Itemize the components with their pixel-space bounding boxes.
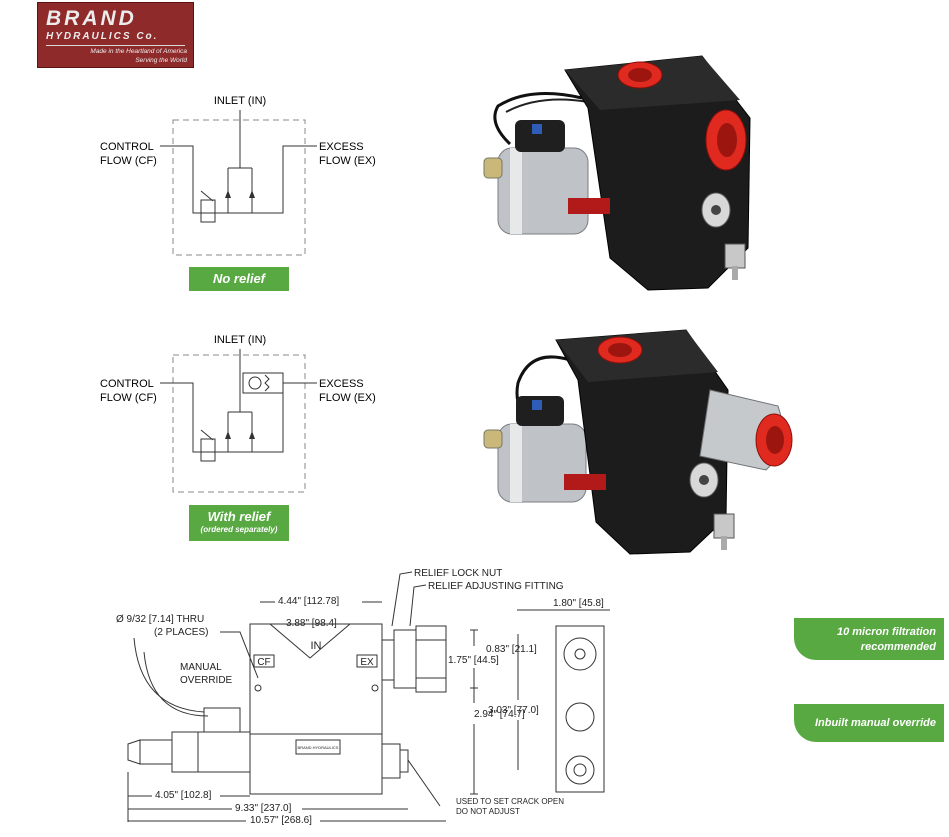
relief-lock-nut-label: RELIEF LOCK NUT	[414, 568, 502, 579]
excess-flow-label-2: FLOW (EX)	[319, 392, 376, 404]
manual-override-knob	[483, 429, 503, 449]
connector	[515, 120, 565, 152]
spring-icon	[264, 374, 270, 392]
dim-9-33: 9.33" [237.0]	[235, 803, 292, 814]
filtration-line-2: recommended	[860, 641, 936, 653]
width-dimension: 1.80" [45.8]	[553, 598, 604, 609]
flow-arrow-icon	[225, 190, 231, 198]
inlet-label: INLET (IN)	[214, 334, 266, 346]
dimension-drawing: RELIEF LOCK NUT RELIEF ADJUSTING FITTING…	[116, 568, 610, 826]
filtration-flag: 10 micron filtration recommended	[794, 618, 944, 660]
crack-note-2: DO NOT ADJUST	[456, 807, 520, 816]
manual-override-label-2: OVERRIDE	[180, 675, 233, 686]
hole-callout-2: (2 PLACES)	[154, 627, 208, 638]
with-relief-label: With relief	[207, 509, 271, 524]
override-knob-outline	[127, 739, 141, 765]
dim-2-94: 2.94" [74.7]	[474, 709, 525, 720]
manual-override-label: MANUAL	[180, 662, 222, 673]
crack-note: USED TO SET CRACK OPEN	[456, 797, 564, 806]
hole-callout: Ø 9/32 [7.14] THRU	[116, 614, 204, 625]
filtration-line-1: 10 micron filtration	[836, 626, 936, 638]
flow-lines	[160, 145, 317, 214]
relief-valve-icon	[242, 372, 284, 394]
with-relief-badge: With relief (ordered separately)	[189, 505, 289, 541]
dim-10-57: 10.57" [268.6]	[250, 815, 312, 826]
flow-arrow-icon	[225, 431, 231, 439]
manual-override-flag: Inbuilt manual override	[794, 704, 944, 742]
logo-divider	[46, 45, 185, 46]
control-flow-label-2: FLOW (CF)	[100, 155, 157, 167]
no-relief-badge: No relief	[189, 267, 289, 291]
dim-4-05: 4.05" [102.8]	[155, 790, 212, 801]
excess-flow-label: EXCESS	[319, 378, 364, 390]
connector	[516, 396, 564, 426]
logo-tagline-1: Made in the Heartland of America	[90, 48, 187, 55]
manual-override-knob	[483, 157, 503, 179]
relief-fitting-outline	[393, 629, 417, 689]
nameplate-outline	[295, 739, 341, 755]
valve-photo-no-relief	[483, 55, 751, 291]
excess-flow-label-2: FLOW (EX)	[319, 155, 376, 167]
solenoid-icon	[200, 199, 216, 223]
control-flow-label: CONTROL	[100, 378, 154, 390]
dim-1-75: 1.75" [44.5]	[448, 655, 499, 666]
nameplate-text: BRAND HYDRAULICS	[298, 745, 339, 750]
with-relief-sublabel: (ordered separately)	[200, 525, 278, 534]
dim-4-44: 4.44" [112.78]	[278, 596, 339, 607]
schematic-no-relief: INLET (IN) CONTROL FLOW (CF) EXCESS FLOW…	[100, 95, 376, 256]
adjusting-nut	[724, 243, 746, 269]
logo-word-hydraulics: HYDRAULICS Co.	[46, 31, 159, 42]
relief-adjusting-fitting-label: RELIEF ADJUSTING FITTING	[428, 581, 564, 592]
end-view-outline	[555, 625, 605, 793]
override-line: Inbuilt manual override	[814, 717, 936, 729]
dim-0-83: 0.83" [21.1]	[486, 644, 537, 655]
wire-outline	[133, 637, 205, 713]
mount-hole-icon	[371, 684, 379, 692]
flow-arrow-icon	[249, 190, 255, 198]
nameplate	[568, 198, 610, 214]
connector-outline	[203, 707, 241, 733]
control-flow-label-2: FLOW (CF)	[100, 392, 157, 404]
port-ex-label: EX	[360, 657, 374, 668]
logo-word-brand: BRAND	[46, 7, 137, 30]
logo-tagline-2: Serving the World	[135, 57, 187, 64]
schematic-with-relief: INLET (IN) CONTROL FLOW (CF) EXCESS FLOW…	[100, 334, 376, 493]
valve-envelope	[172, 119, 306, 256]
solenoid-icon	[200, 438, 216, 462]
brand-logo: BRAND HYDRAULICS Co. Made in the Heartla…	[37, 2, 194, 68]
wire-harness	[493, 92, 583, 146]
dim-3-03: 3.03" [77.0]	[488, 705, 539, 716]
inlet-label: INLET (IN)	[214, 95, 266, 107]
flow-arrow-icon	[249, 431, 255, 439]
adjusting-nut	[713, 513, 735, 539]
port-cf-label: CF	[257, 657, 270, 668]
nameplate	[564, 474, 606, 490]
valve-envelope	[172, 354, 306, 493]
mount-hole-icon	[254, 684, 262, 692]
excess-flow-label: EXCESS	[319, 141, 364, 153]
solenoid-outline	[197, 731, 251, 773]
port-in-label: IN	[311, 640, 322, 652]
control-flow-label: CONTROL	[100, 141, 154, 153]
valve-photo-with-relief	[483, 329, 793, 555]
flow-lines	[160, 382, 317, 453]
